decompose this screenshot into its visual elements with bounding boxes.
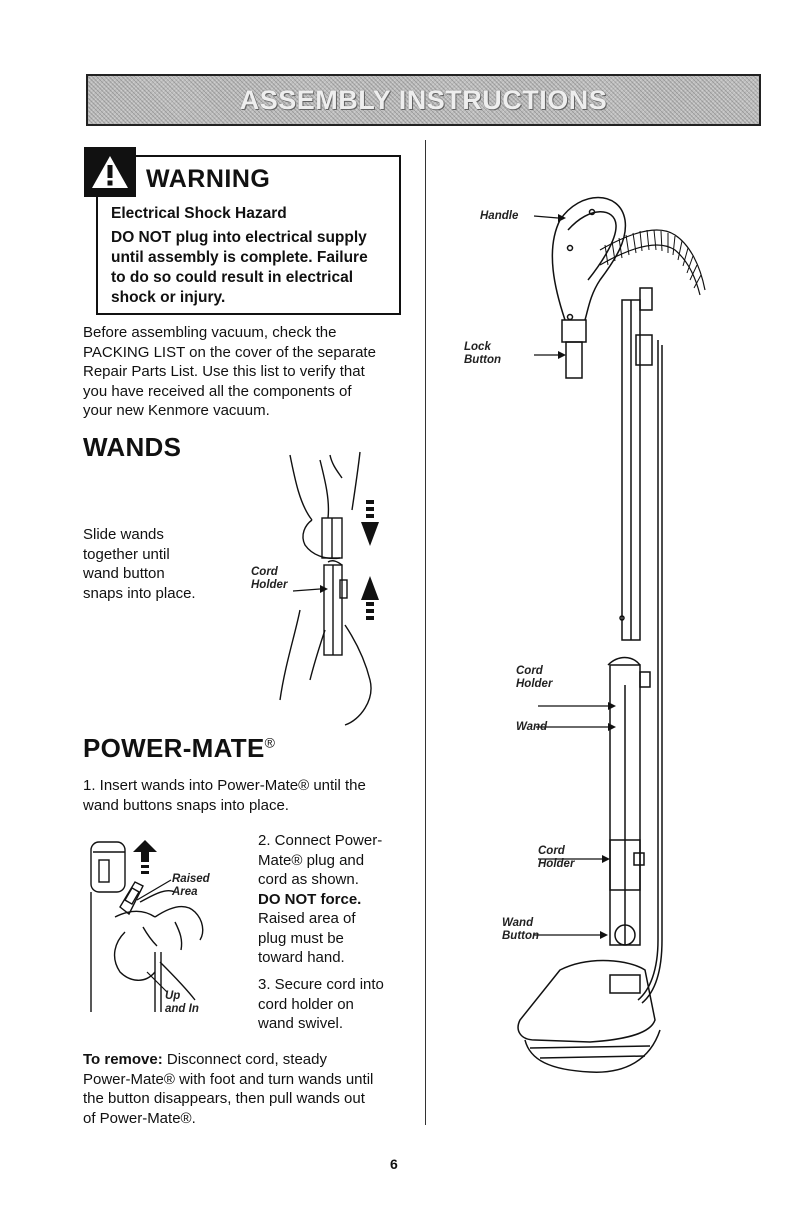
warning-line: DO NOT plug into electrical supply	[111, 229, 367, 246]
wands-cord-holder-label: Cord Holder	[251, 566, 288, 591]
raised-area-label: Raised Area	[172, 873, 210, 898]
wands-line: snaps into place.	[83, 584, 196, 602]
warning-line: to do so could result in electrical	[111, 269, 354, 286]
vacuum-assembly-diagram	[517, 196, 706, 1073]
wands-line: together until	[83, 545, 170, 563]
warning-heading: WARNING	[146, 164, 271, 193]
plug-illustration	[90, 840, 204, 1012]
warning-box: WARNING Electrical Shock Hazard DO NOT p…	[84, 147, 401, 315]
intro-paragraph: Before assembling vacuum, check the PACK…	[83, 323, 418, 421]
warning-line: until assembly is complete. Failure	[111, 249, 368, 266]
warning-subtitle: Electrical Shock Hazard	[111, 205, 287, 222]
warning-header: WARNING	[84, 147, 270, 197]
intro-line: Before assembling vacuum, check the	[83, 324, 337, 341]
power-mate-step3: 3. Secure cord into cord holder on wand …	[258, 976, 384, 1032]
wand-button-label: Wand Button	[502, 917, 540, 942]
column-divider	[425, 140, 426, 1125]
cord-holder-upper-label: Cord Holder	[516, 665, 553, 690]
wand-label: Wand	[516, 721, 548, 733]
intro-line: you have received all the components of	[83, 382, 352, 400]
power-mate-step2: 2. Connect Power- Mate® plug and cord as…	[258, 832, 383, 966]
warning-content: Electrical Shock Hazard DO NOT plug into…	[111, 204, 396, 308]
power-mate-step1: 1. Insert wands into Power-Mate® until t…	[83, 777, 366, 814]
up-and-in-label: Up and In	[165, 990, 199, 1015]
registered-mark: ®	[264, 734, 276, 751]
intro-line: PACKING LIST on the cover of the separat…	[83, 343, 376, 361]
warning-line: shock or injury.	[111, 289, 226, 306]
lock-button-label: Lock Button	[464, 341, 502, 366]
wands-title: WANDS	[83, 432, 182, 462]
wands-paragraph: Slide wands together until wand button s…	[83, 525, 233, 603]
cord-holder-lower-label: Cord Holder	[538, 845, 575, 870]
power-mate-title: POWER-MATE®	[83, 733, 276, 763]
banner-title: ASSEMBLY INSTRUCTIONS	[239, 84, 608, 115]
page-number: 6	[390, 1156, 398, 1172]
remove-label: To remove:	[83, 1051, 163, 1068]
wands-line: Slide wands	[83, 526, 164, 543]
handle-label: Handle	[480, 210, 519, 222]
intro-line: Repair Parts List. Use this list to veri…	[83, 363, 365, 380]
section-banner: ASSEMBLY INSTRUCTIONS	[86, 74, 761, 126]
remove-paragraph: To remove: Disconnect cord, steady Power…	[83, 1051, 374, 1127]
intro-line: your new Kenmore vacuum.	[83, 402, 270, 419]
wands-line: wand button	[83, 565, 165, 582]
warning-icon	[84, 147, 136, 197]
wands-illustration	[279, 451, 379, 726]
